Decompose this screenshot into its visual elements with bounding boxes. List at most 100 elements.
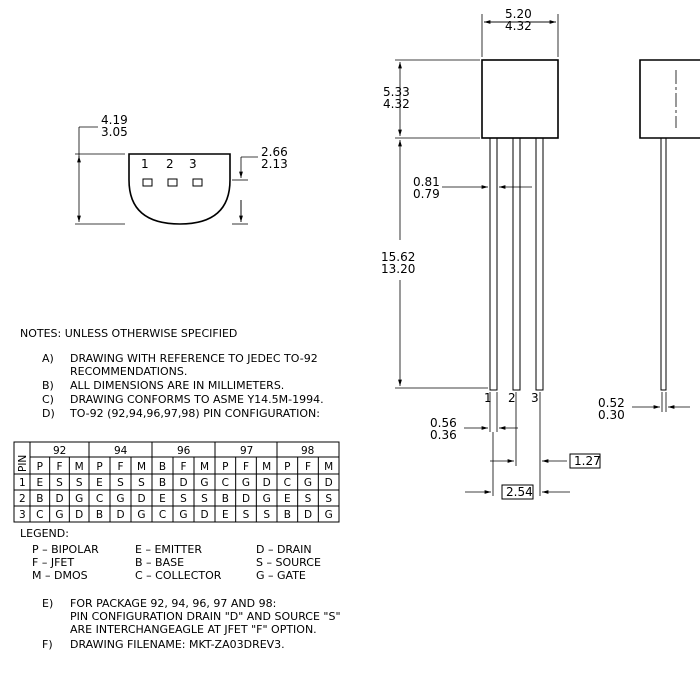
row-pin-3: 3 bbox=[19, 509, 26, 521]
lead-length-min: 13.20 bbox=[381, 262, 415, 276]
pin-table-cell: S bbox=[325, 493, 332, 505]
legend-emitter: E – EMITTER bbox=[135, 543, 202, 556]
top-view-pin-1: 1 bbox=[141, 157, 149, 171]
sub-header-cell: B bbox=[159, 461, 166, 473]
top-view-pad-2 bbox=[167, 178, 178, 187]
top-height-min: 3.05 bbox=[101, 125, 128, 139]
pitch-dim: 1.27 bbox=[574, 454, 601, 468]
sub-header-cell: M bbox=[200, 461, 209, 473]
legend-block: LEGEND: P – BIPOLAR E – EMITTER D – DRAI… bbox=[20, 527, 321, 582]
pin-table-cell: B bbox=[284, 509, 291, 521]
pin-table-cell: E bbox=[159, 493, 166, 505]
front-view: 1 2 3 5.20 4.32 5.33 4.32 0.81 0.79 15.6… bbox=[381, 7, 601, 500]
sub-header-cell: P bbox=[284, 461, 290, 473]
legend-dmos: M – DMOS bbox=[32, 569, 88, 582]
pin-table-cell: C bbox=[36, 509, 43, 521]
sub-header-cell: F bbox=[243, 461, 249, 473]
note-e-line-2: PIN CONFIGURATION DRAIN "D" AND SOURCE "… bbox=[70, 610, 341, 623]
lead-length-max: 15.62 bbox=[381, 250, 415, 264]
legend-collector: C – COLLECTOR bbox=[135, 569, 222, 582]
pin-table-cell: D bbox=[304, 509, 312, 521]
row-pin-2: 2 bbox=[19, 493, 26, 505]
pin-table-cell: B bbox=[222, 493, 229, 505]
sub-header-cell: F bbox=[56, 461, 62, 473]
sub-header-cell: P bbox=[222, 461, 228, 473]
lead-label-2: 2 bbox=[508, 391, 516, 405]
sub-header-cell: M bbox=[324, 461, 333, 473]
pin-table-cell: G bbox=[75, 493, 83, 505]
pin-table-cell: S bbox=[201, 493, 208, 505]
top-view-pin-2: 2 bbox=[166, 157, 174, 171]
note-f-line-1: DRAWING FILENAME: MKT-ZA03DREV3. bbox=[70, 638, 285, 651]
front-view-body bbox=[481, 59, 559, 139]
legend-drain: D – DRAIN bbox=[256, 543, 312, 556]
note-e-letter: E) bbox=[42, 597, 53, 610]
legend-source: S – SOURCE bbox=[256, 556, 321, 569]
pin-table-cell: B bbox=[36, 493, 43, 505]
top-view-pin-3: 3 bbox=[189, 157, 197, 171]
pin-table-cell: G bbox=[179, 509, 187, 521]
top-flat-min: 2.13 bbox=[261, 157, 288, 171]
side-thickness-max: 0.52 bbox=[598, 396, 625, 410]
lead-thickness-min: 0.79 bbox=[413, 187, 440, 201]
pin-table-cell: D bbox=[116, 509, 124, 521]
lead-3 bbox=[535, 137, 544, 391]
pin-table-cell: D bbox=[263, 477, 271, 489]
pin-table-cell: S bbox=[138, 477, 145, 489]
pin-table-cell: S bbox=[76, 477, 83, 489]
pin-header: PIN bbox=[17, 455, 29, 472]
lead-width-min: 0.36 bbox=[430, 428, 457, 442]
sub-header-cell: P bbox=[96, 461, 102, 473]
pin-table-cell: C bbox=[159, 509, 166, 521]
sub-header-cell: F bbox=[305, 461, 311, 473]
top-view-pad-1 bbox=[142, 178, 153, 187]
pin-table-cell: D bbox=[179, 477, 187, 489]
pin-table-cell: C bbox=[284, 477, 291, 489]
lead-label-3: 3 bbox=[531, 391, 539, 405]
sub-header-cell: P bbox=[37, 461, 43, 473]
note-a-line-2: RECOMMENDATIONS. bbox=[70, 365, 187, 378]
extra-notes-block: E) FOR PACKAGE 92, 94, 96, 97 AND 98: PI… bbox=[42, 597, 341, 651]
pin-table-cell: B bbox=[159, 477, 166, 489]
pin-table-cell: G bbox=[116, 493, 124, 505]
pkg-96: 96 bbox=[177, 445, 191, 457]
note-b-line-1: ALL DIMENSIONS ARE IN MILLIMETERS. bbox=[70, 379, 284, 392]
row-pin-1: 1 bbox=[19, 477, 26, 489]
notes-header: NOTES: UNLESS OTHERWISE SPECIFIED bbox=[20, 327, 237, 340]
legend-base: B – BASE bbox=[135, 556, 184, 569]
top-view-pad-3 bbox=[192, 178, 203, 187]
pin-table-cell: D bbox=[75, 509, 83, 521]
top-flat-max: 2.66 bbox=[261, 145, 288, 159]
pin-table-cell: S bbox=[305, 493, 312, 505]
legend-jfet: F – JFET bbox=[32, 556, 74, 569]
pin-table-cell: S bbox=[180, 493, 187, 505]
note-c-line-1: DRAWING CONFORMS TO ASME Y14.5M-1994. bbox=[70, 393, 324, 406]
sub-header-cell: M bbox=[75, 461, 84, 473]
note-d-line-1: TO-92 (92,94,96,97,98) PIN CONFIGURATION… bbox=[69, 407, 320, 420]
pin-table-cell: D bbox=[55, 493, 63, 505]
pin-table-cell: S bbox=[117, 477, 124, 489]
side-view-body bbox=[639, 59, 700, 139]
note-d-letter: D) bbox=[42, 407, 55, 420]
note-e-line-3: ARE INTERCHANGEAGLE AT JFET "F" OPTION. bbox=[70, 623, 317, 636]
pin-table-cell: S bbox=[243, 509, 250, 521]
lead-thickness-max: 0.81 bbox=[413, 175, 440, 189]
sub-header-cell: M bbox=[137, 461, 146, 473]
front-body-height-min: 4.32 bbox=[383, 97, 410, 111]
pin-table-cell: C bbox=[96, 493, 103, 505]
front-width-max: 5.20 bbox=[505, 7, 532, 21]
lead-1 bbox=[489, 137, 498, 391]
pkg-97: 97 bbox=[240, 445, 253, 457]
side-view: 0.52 0.30 bbox=[598, 59, 700, 422]
note-a-line-1: DRAWING WITH REFERENCE TO JEDEC TO-92 bbox=[70, 352, 318, 365]
front-body-height-max: 5.33 bbox=[383, 85, 410, 99]
note-b-letter: B) bbox=[42, 379, 54, 392]
pin-table-cell: E bbox=[96, 477, 103, 489]
lead-2 bbox=[512, 137, 521, 391]
sub-header-cell: F bbox=[180, 461, 186, 473]
note-c-letter: C) bbox=[42, 393, 54, 406]
sub-header-cell: M bbox=[262, 461, 271, 473]
top-view: 1 2 3 4.19 3.05 2.66 2.13 bbox=[75, 113, 288, 225]
